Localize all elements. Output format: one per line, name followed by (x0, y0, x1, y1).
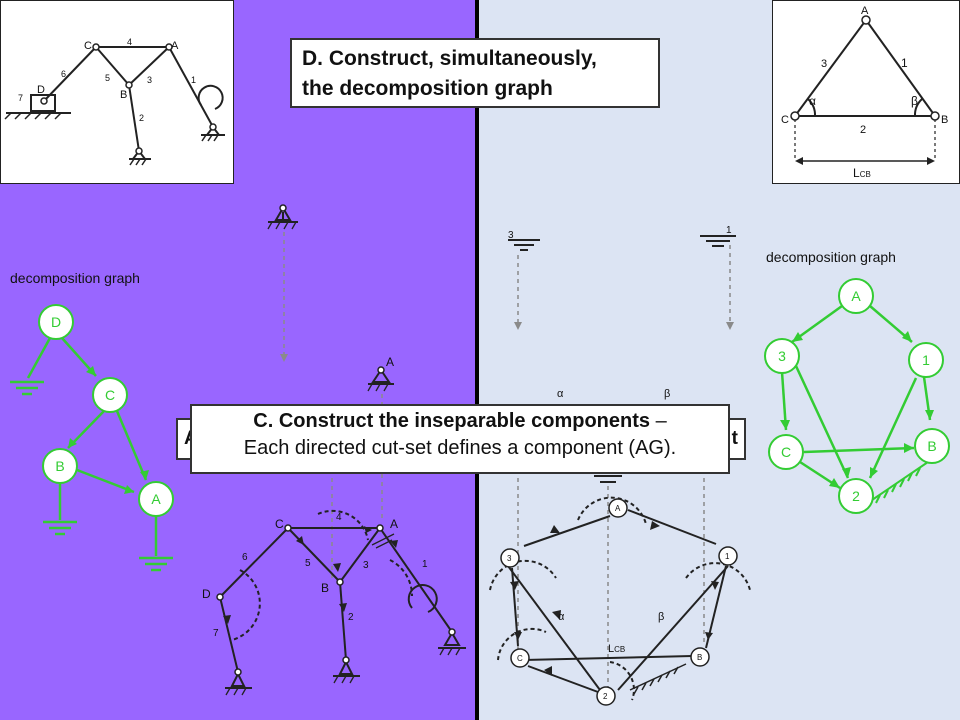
center-joint-a: A (390, 517, 398, 531)
left-graph-label-b: B (55, 458, 64, 474)
right-graph-arrowheads (780, 331, 934, 488)
left-graph-label-c: C (105, 387, 115, 403)
center-link-7: 7 (213, 628, 219, 639)
right-mech-node-c: C (517, 654, 523, 663)
left-inset-joint-c: C (84, 40, 92, 52)
left-decomposition-graph-title: decomposition graph (10, 270, 140, 286)
center-top-label-a: A (386, 355, 394, 369)
dashed-guide-arrowheads (280, 322, 734, 362)
left-graph-label-d: D (51, 314, 61, 330)
callout-c-title: C. Construct the inseparable components (253, 410, 651, 432)
left-inset-link-4: 4 (127, 37, 132, 47)
center-link-4: 4 (336, 512, 342, 523)
right-graph-node-3 (764, 338, 800, 374)
right-graph-node-2 (838, 478, 874, 514)
right-graph-ground-hatch (871, 461, 929, 504)
right-inset-dimension: LCB (853, 166, 871, 180)
center-joint-d: D (202, 587, 211, 601)
right-mech-node-1: 1 (725, 552, 730, 561)
left-graph-arrowheads (68, 366, 149, 494)
left-graph-node-a (138, 481, 174, 517)
right-inset-link-1: 1 (901, 56, 908, 70)
center-link-5: 5 (305, 558, 311, 569)
center-mechanism-hatching (225, 221, 461, 696)
center-link-6: 6 (242, 552, 248, 563)
left-graph-node-d (38, 304, 74, 340)
right-mech-ground-3: 3 (508, 230, 514, 241)
right-graph-label-b: B (927, 438, 936, 454)
right-mech-node-3: 3 (507, 554, 512, 563)
right-mech-ground-1: 1 (726, 225, 732, 236)
left-graph-grounds (10, 380, 173, 572)
right-mech-node-a: A (615, 504, 621, 513)
left-inset-joint-a: A (171, 40, 179, 52)
right-inset-joint-c: C (781, 114, 789, 126)
center-link-1: 1 (422, 559, 428, 570)
left-inset-link-5: 5 (105, 73, 110, 83)
right-mech-node-2: 2 (603, 692, 608, 701)
right-mechanism-nodes (500, 498, 738, 706)
callout-c-body: Each directed cut-set defines a componen… (243, 437, 677, 459)
right-graph-label-3: 3 (778, 348, 786, 364)
left-inset-svg: C A B D 4 6 5 3 1 7 2 (4, 37, 225, 166)
right-mechanism-hatch (629, 663, 687, 695)
right-graph-label-2: 2 (852, 488, 860, 504)
left-graph-node-b (42, 448, 78, 484)
right-inset-link-3: 3 (821, 58, 827, 70)
callout-d-line1: D. Construct, simultaneously, (302, 47, 597, 70)
callout-d-line2: the decomposition graph (302, 77, 553, 100)
left-inset-joint-d: D (37, 84, 45, 96)
right-graph-node-1 (908, 342, 944, 378)
callout-step-d: D. Construct, simultaneously, the decomp… (290, 38, 660, 108)
callout-c-dash: – (650, 410, 667, 432)
left-inset-joint-b: B (120, 89, 127, 101)
right-graph-node-c (768, 434, 804, 470)
left-inset-link-7: 7 (18, 93, 23, 103)
center-joint-b: B (321, 581, 329, 595)
right-graph-node-a (838, 278, 874, 314)
center-joint-c: C (275, 517, 284, 531)
right-mech-angle-beta: β (658, 611, 664, 623)
center-mechanism-arrowheads (223, 526, 398, 624)
right-inset-angle-alpha: α (809, 94, 816, 108)
left-graph-label-a: A (151, 491, 161, 507)
left-inset-link-3: 3 (147, 75, 152, 85)
center-link-2: 2 (348, 612, 354, 623)
right-graph-label-a: A (851, 288, 861, 304)
center-mechanism-joints (216, 204, 456, 676)
right-inset-svg: A C B 3 1 2 α β LCB (781, 5, 948, 180)
right-graph-label-1: 1 (922, 352, 930, 368)
right-mech-angle-alpha: α (558, 611, 565, 623)
left-inset-mechanism: C A B D 4 6 5 3 1 7 2 (0, 0, 234, 184)
right-inset-link-2: 2 (860, 124, 866, 136)
right-mechanism-arrowheads (510, 521, 719, 676)
right-inset-triangle: A C B 3 1 2 α β LCB (772, 0, 960, 184)
right-graph-label-c: C (781, 444, 791, 460)
callout-step-c: C. Construct the inseparable components … (190, 404, 730, 474)
right-graph-node-b (914, 428, 950, 464)
right-mech-dimension: LCB (608, 643, 625, 655)
right-inset-joint-b: B (941, 114, 948, 126)
right-inset-joint-a: A (861, 5, 869, 17)
left-graph-node-c (92, 377, 128, 413)
right-mech-angle-beta-top: β (664, 388, 670, 400)
right-inset-angle-beta: β (911, 94, 918, 108)
left-inset-link-6: 6 (61, 69, 66, 79)
center-link-3: 3 (363, 560, 369, 571)
left-inset-link-1: 1 (191, 75, 196, 85)
left-inset-link-2: 2 (139, 113, 144, 123)
right-mech-node-b: B (697, 653, 702, 662)
obscured-callout-right-letter: t (731, 428, 738, 449)
right-mech-angle-alpha-top: α (557, 388, 564, 400)
panel-divider (475, 0, 479, 720)
right-decomposition-graph-title: decomposition graph (766, 249, 896, 265)
